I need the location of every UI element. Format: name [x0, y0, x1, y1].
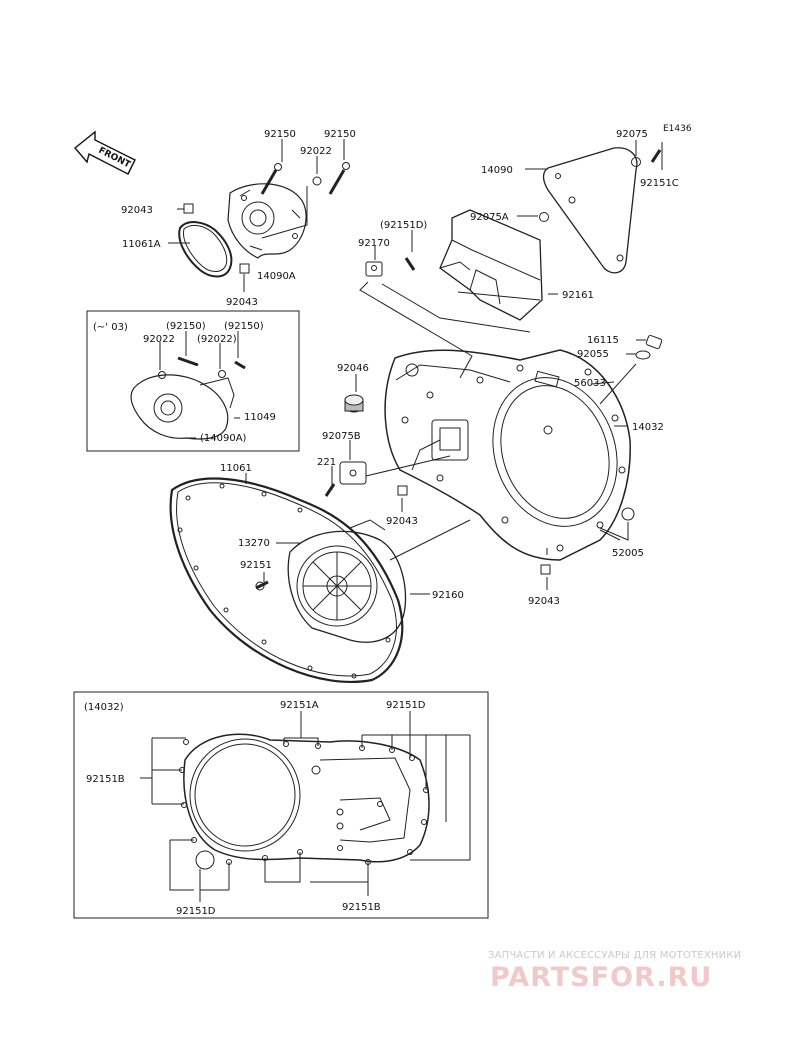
grommet-92075a [539, 212, 549, 222]
label-11061a: 11061A [122, 239, 161, 250]
label-in-11049: 11049 [244, 412, 276, 423]
clip-92170 [365, 261, 383, 277]
label-92151b-left: 92151B [86, 774, 125, 785]
plug-16115 [645, 334, 663, 350]
label-92075b: 92075B [322, 431, 361, 442]
gasket-11061a [178, 221, 233, 278]
label-52005: 52005 [612, 548, 644, 559]
label-92046: 92046 [337, 363, 369, 374]
label-14032: 14032 [632, 422, 664, 433]
dowel-92043c [397, 485, 408, 496]
label-56033: 56033 [574, 378, 606, 389]
washer-92022 [312, 176, 322, 186]
dowel-92043d [540, 564, 551, 575]
inset-early-frame [86, 310, 300, 452]
label-92150-b: 92150 [324, 129, 356, 140]
gasket-11061 [169, 477, 404, 683]
inset-early-title: (~' 03) [93, 322, 128, 333]
label-92075a: 92075A [470, 212, 509, 223]
label-92055: 92055 [577, 349, 609, 360]
label-92151b-bottom: 92151B [342, 902, 381, 913]
label-92151: 92151 [240, 560, 272, 571]
label-in-92022-a: 92022 [143, 334, 175, 345]
label-92161: 92161 [562, 290, 594, 301]
inset-case-14032 [179, 733, 430, 870]
inset-cover [130, 374, 235, 440]
watermark-tagline: ЗАПЧАСТИ И АКСЕССУАРЫ ДЛЯ МОТОТЕХНИКИ [488, 950, 742, 961]
bracket-92075b [339, 461, 367, 485]
label-14090: 14090 [481, 165, 513, 176]
seal-52005 [621, 507, 635, 521]
inset-cover-frame [73, 691, 489, 919]
cover-14090 [542, 147, 638, 274]
label-92170: 92170 [358, 238, 390, 249]
label-in-92150-b: (92150) [224, 321, 264, 332]
label-92151d-top: 92151D [386, 700, 426, 711]
case-14032 [384, 349, 631, 561]
label-16115: 16115 [587, 335, 619, 346]
bolt-92150b [328, 162, 350, 195]
label-92022: 92022 [300, 146, 332, 157]
diagram-code: E1436 [663, 124, 692, 134]
label-in-14090a: (14090A) [200, 433, 247, 444]
label-92150-a: 92150 [264, 129, 296, 140]
label-92043-b: 92043 [226, 297, 258, 308]
label-in-92022-b: (92022) [197, 334, 237, 345]
label-92043-d: 92043 [528, 596, 560, 607]
upper-cover-14090a [227, 183, 307, 259]
label-92075: 92075 [616, 129, 648, 140]
dowel-pin-92043b [239, 263, 250, 274]
label-11061: 11061 [220, 463, 252, 474]
duct-92161 [439, 209, 543, 321]
label-92151d-bottom: 92151D [176, 906, 216, 917]
label-92043-a: 92043 [121, 205, 153, 216]
label-13270: 13270 [238, 538, 270, 549]
grommet-92075 [631, 157, 641, 167]
label-92151a: 92151A [280, 700, 319, 711]
o-ring-92055 [635, 350, 651, 360]
label-92043-c: 92043 [386, 516, 418, 527]
part-labels: E1436 FRONT 92150 92150 92022 92043 1106… [84, 124, 692, 917]
cover-92160 [287, 519, 407, 643]
label-92160: 92160 [432, 590, 464, 601]
front-arrow-icon [73, 130, 136, 175]
label-14090a: 14090A [257, 271, 296, 282]
bolt-92150a [260, 163, 282, 195]
bolt-92151 [255, 581, 265, 591]
label-92151d-paren: (92151D) [380, 220, 427, 231]
bolt-92151c [650, 149, 662, 163]
label-221: 221 [317, 457, 336, 468]
label-in-92150-a: (92150) [166, 321, 206, 332]
watermark-logo: PARTSFOR.RU [490, 962, 713, 993]
label-92151c: 92151C [640, 178, 679, 189]
inset-cover-title: (14032) [84, 702, 124, 713]
dowel-pin-92043a [183, 203, 194, 214]
bearing-92046 [344, 394, 364, 413]
